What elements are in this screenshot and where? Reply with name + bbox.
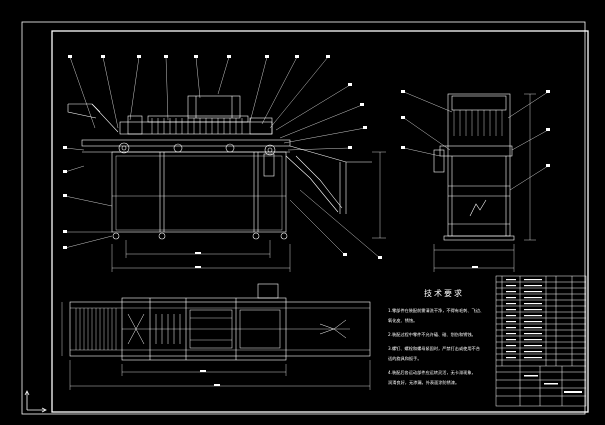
ucs-axis-icon [24, 390, 47, 413]
note-line: 3.螺钉、螺栓和螺母紧固时，严禁打击或使用不合 [388, 346, 480, 351]
sheet-border [21, 21, 589, 415]
note-line: 2.装配过程中零件不允许磕、碰、划伤和锈蚀。 [388, 332, 476, 337]
note-line: 1.零部件在装配前需清洗干净，不得有毛刺、飞边、 [388, 308, 485, 313]
note-line: 氧化皮、锈蚀。 [388, 318, 418, 323]
title-block [495, 275, 587, 407]
note-line: 4.装配后各运动部件应运转灵活，无卡滞现象， [388, 370, 476, 375]
front-view-leader-tags [63, 55, 382, 259]
top-view [61, 283, 371, 390]
front-view [63, 55, 386, 272]
technical-requirements-title: 技术要求 [424, 289, 464, 298]
vertical-plates [151, 118, 243, 134]
front-view-leaders [64, 56, 381, 259]
note-line: 适的旋具和扳手。 [388, 356, 422, 361]
side-view [401, 90, 550, 272]
note-line: 润滑良好，无渗漏，外表面涂防锈漆。 [388, 380, 460, 385]
feet [112, 232, 288, 240]
